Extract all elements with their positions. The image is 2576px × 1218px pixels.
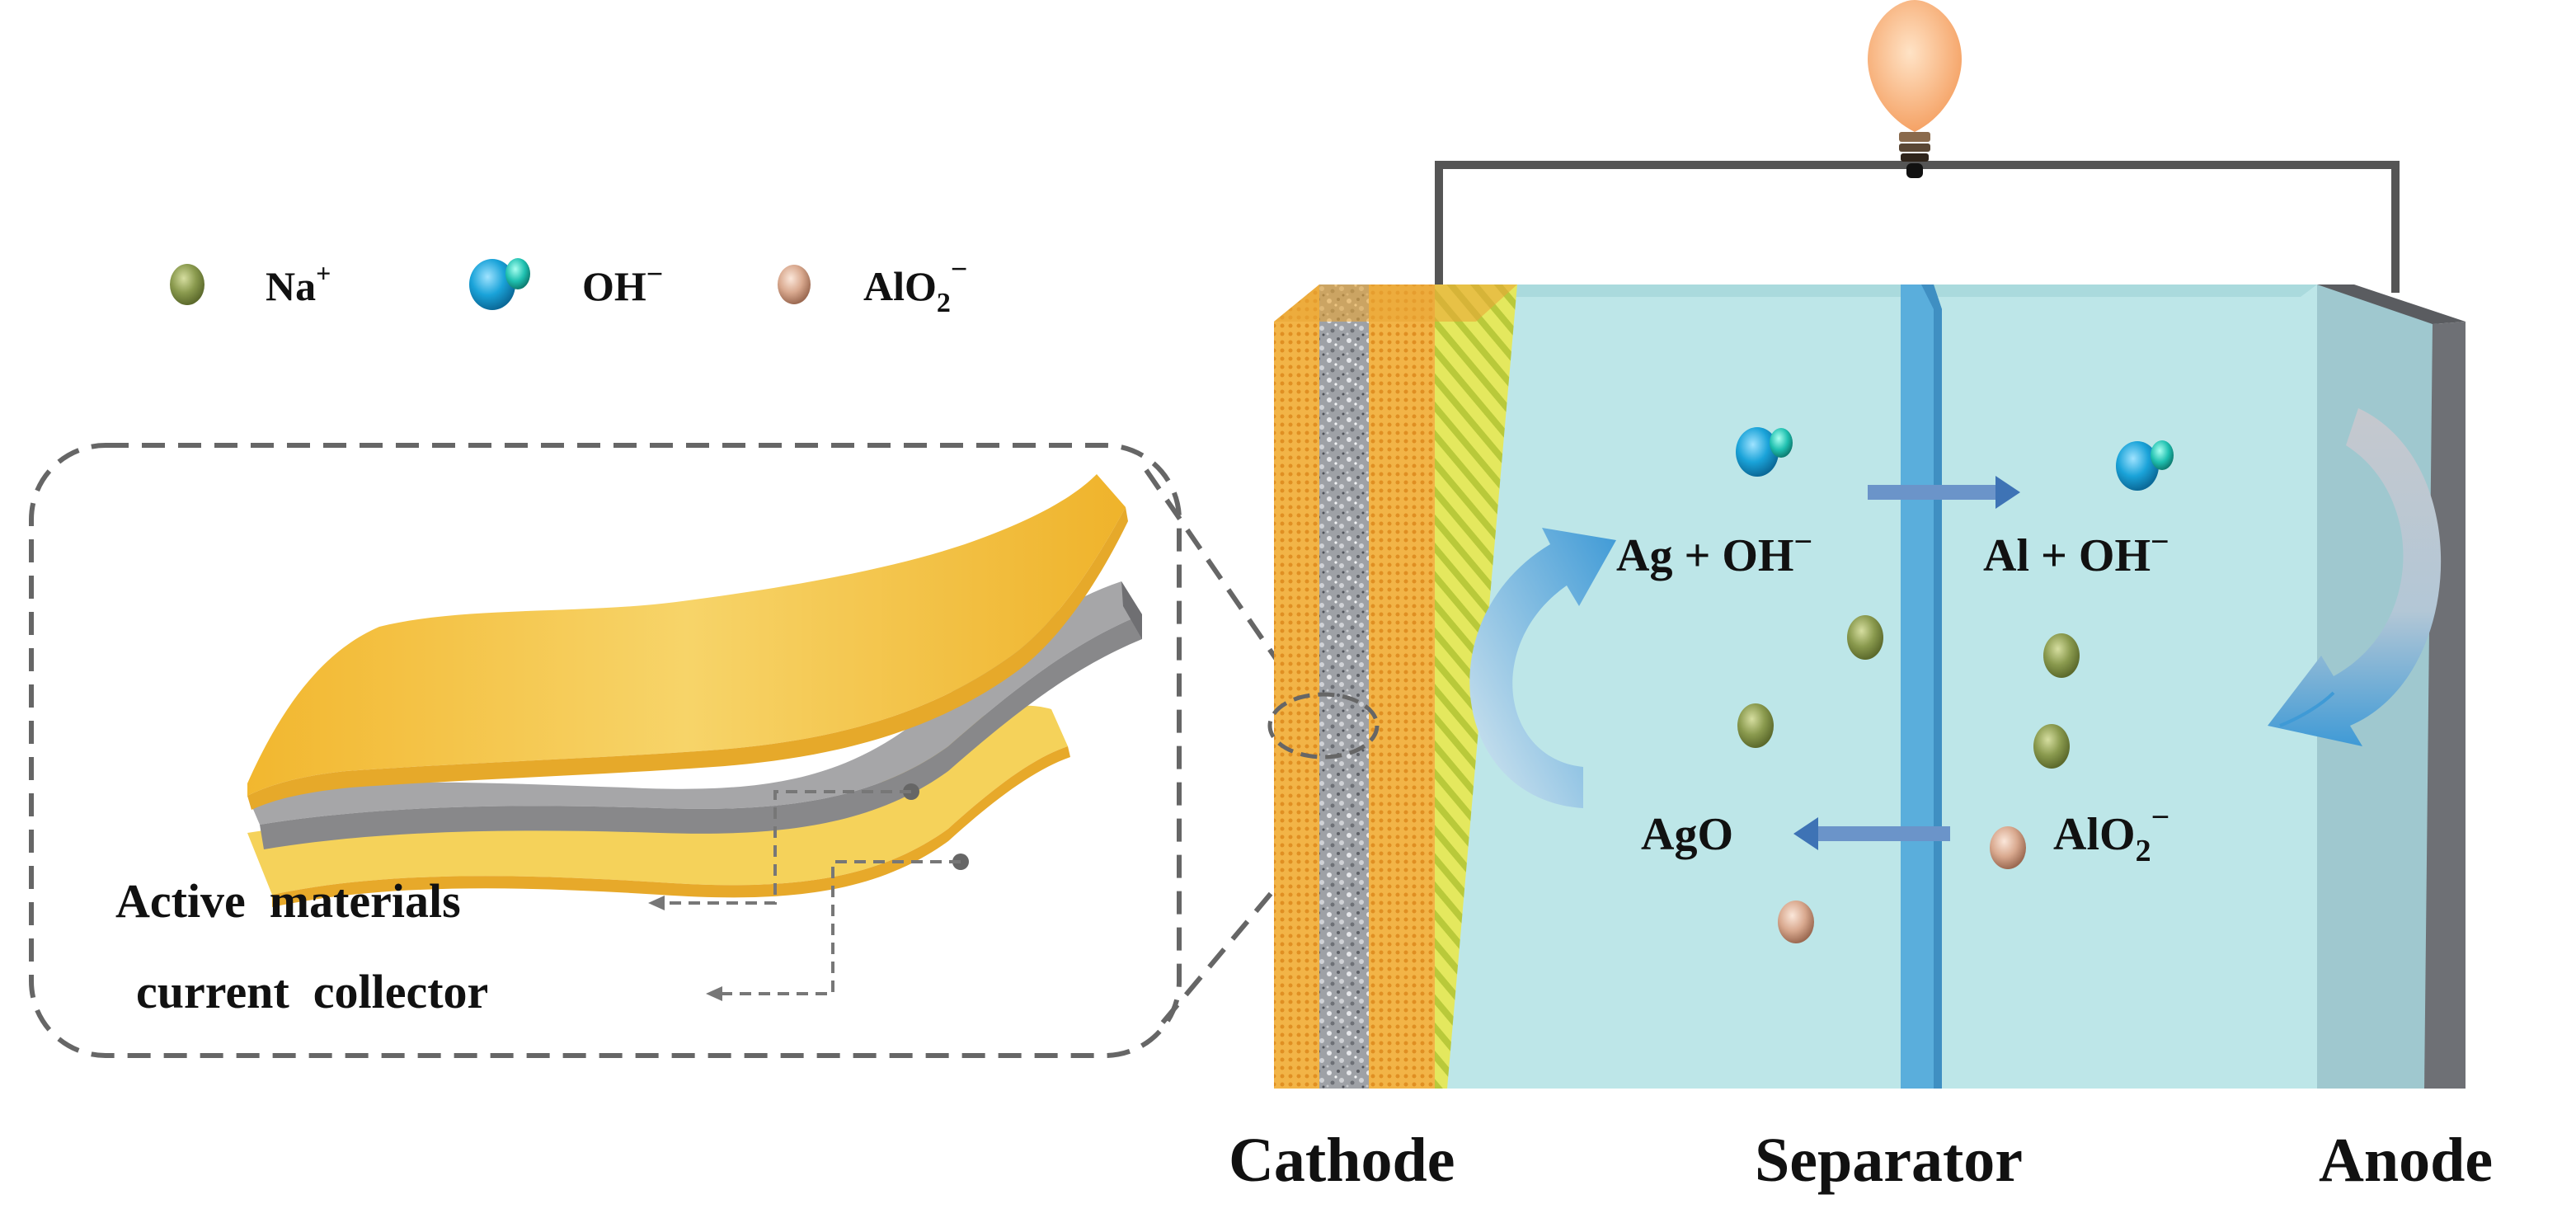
- reaction-cathode-top: Ag + OH−: [1616, 523, 1812, 581]
- cathode-label: Cathode: [1229, 1126, 1455, 1195]
- na-ion-4: [2033, 724, 2070, 769]
- na-ion-icon: [170, 264, 204, 305]
- current-collector-bottom-sheet: [247, 705, 1068, 895]
- current-collector-top-sheet: [247, 474, 1126, 796]
- anode-label: Anode: [2319, 1126, 2493, 1195]
- collector-arrow: [706, 986, 722, 1001]
- zoom-ellipse: [1267, 692, 1380, 759]
- cathode-discharge-arrow: [1469, 528, 1616, 808]
- na-ion-2: [1737, 703, 1774, 748]
- active-material-leader: [660, 790, 911, 905]
- legend-oh-label: OH−: [582, 257, 663, 309]
- zoom-line-top: [1144, 468, 1318, 717]
- circuit-wire: [1435, 161, 2400, 293]
- oh-ion-anode-side: [2116, 440, 2174, 491]
- active-material-layer: [247, 581, 1142, 825]
- reaction-anode-top: Al + OH−: [1983, 523, 2169, 581]
- active-materials-label: Active materials: [115, 874, 461, 928]
- reaction-cathode-bottom: AgO: [1641, 809, 1733, 860]
- hydroxide-ion-icon: [469, 258, 530, 310]
- separator-membrane: [1901, 285, 1942, 1089]
- oh-ion-cathode-side: [1736, 427, 1793, 477]
- legend: Na+ OH− AlO2−: [170, 252, 967, 318]
- alo2-ion-2: [1778, 901, 1814, 943]
- anode-discharge-arrow: [2268, 408, 2442, 746]
- aluminate-ion-icon: [778, 265, 811, 304]
- external-circuit: [1435, 0, 2400, 293]
- light-bulb-icon: [1868, 0, 1962, 178]
- na-ion-3: [2043, 633, 2080, 678]
- legend-alo2-label: AlO2−: [863, 252, 967, 318]
- alo2-ion-1: [1990, 826, 2026, 869]
- inset-dashed-frame: [29, 443, 1182, 1058]
- legend-na-label: Na+: [266, 258, 331, 309]
- active-material-arrow: [648, 896, 665, 910]
- current-collector-label: current collector: [136, 965, 488, 1018]
- battery-cell: Ag + OH− Al + OH− AgO AlO2−: [1267, 285, 2466, 1089]
- reaction-anode-bottom: AlO2−: [2053, 798, 2169, 868]
- alo2-migration-arrow: [1793, 817, 1950, 850]
- oh-migration-arrow: [1868, 476, 2020, 509]
- na-ion-1: [1847, 615, 1883, 660]
- collector-leader: [717, 860, 961, 995]
- zoom-line-bottom: [1160, 755, 1388, 1024]
- electrode-inset: Active materials current collector: [29, 443, 1388, 1058]
- separator-label: Separator: [1755, 1126, 2023, 1195]
